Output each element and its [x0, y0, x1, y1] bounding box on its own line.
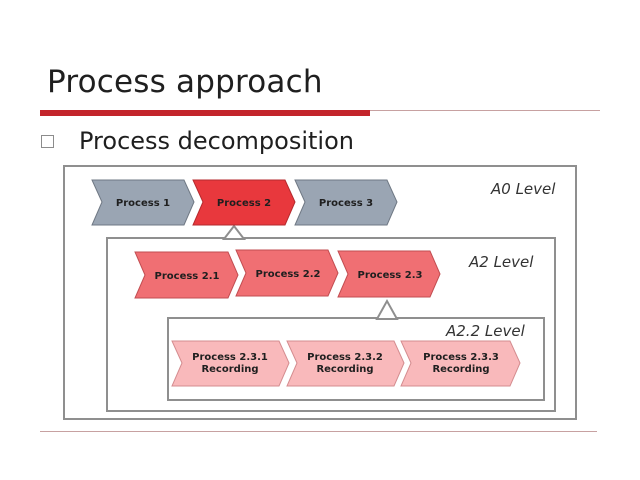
- process-step-2-3-label: Process 2.3: [358, 270, 423, 281]
- bullet-square-icon: [41, 135, 54, 148]
- slide-title: Process approach: [47, 64, 323, 100]
- process-step-1-label: Process 1: [116, 198, 170, 209]
- process-step-2-3-2: [286, 340, 405, 387]
- process-step-2-3-3-sublabel: Recording: [432, 364, 489, 375]
- slide-subtitle: Process decomposition: [79, 127, 354, 155]
- process-step-3-label: Process 3: [319, 198, 373, 209]
- process-step-3: [294, 179, 398, 226]
- process-step-2-2-label: Process 2.2: [256, 269, 321, 280]
- a2-level-label: A2 Level: [469, 253, 534, 271]
- process-step-2-label: Process 2: [217, 198, 271, 209]
- process-step-2-3-1-label: Process 2.3.1: [192, 352, 268, 363]
- title-underline-accent: [40, 110, 370, 116]
- process-step-2-3-3: [400, 340, 521, 387]
- a22-level-label: A2.2 Level: [446, 322, 525, 340]
- process-step-2-3-2-label: Process 2.3.2: [307, 352, 383, 363]
- a0-level-label: A0 Level: [491, 180, 556, 198]
- process-step-2-3-1: [171, 340, 290, 387]
- process-step-2-3-3-label: Process 2.3.3: [423, 352, 499, 363]
- footer-rule: [40, 431, 597, 432]
- process-step-2-3-2-sublabel: Recording: [316, 364, 373, 375]
- process-step-2-2: [235, 249, 339, 297]
- process-step-2-1: [134, 251, 239, 299]
- process-step-2-3-1-sublabel: Recording: [201, 364, 258, 375]
- a2-pointer-triangle: [221, 224, 247, 240]
- process-step-2-3: [337, 250, 441, 298]
- process-step-2: [192, 179, 296, 226]
- process-step-2-1-label: Process 2.1: [155, 271, 220, 282]
- title-underline-rule: [370, 110, 600, 111]
- process-step-1: [91, 179, 195, 226]
- a22-pointer-triangle: [375, 298, 399, 320]
